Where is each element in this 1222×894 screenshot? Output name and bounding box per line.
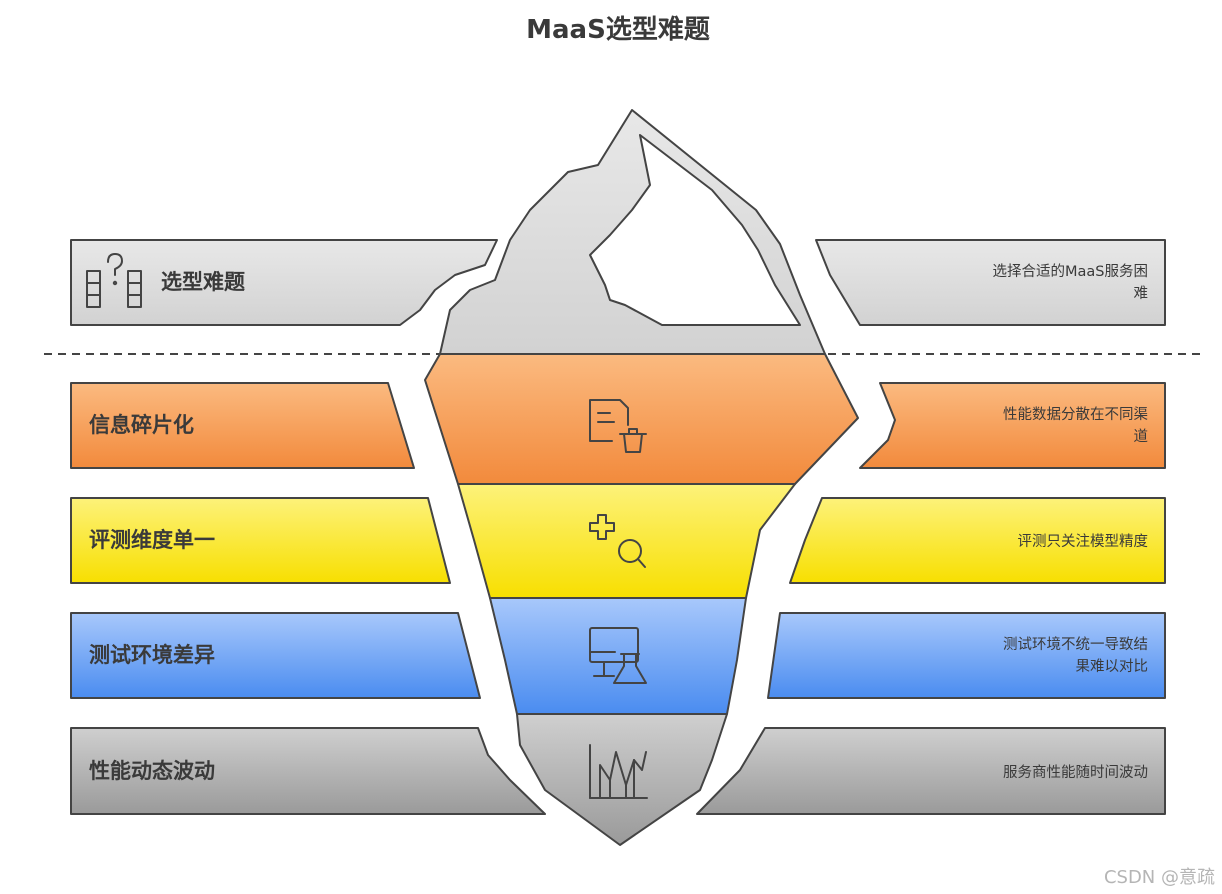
layer-desc-selection-line2: 难 bbox=[1134, 285, 1149, 302]
banner-right-single-dimension bbox=[789, 497, 1166, 584]
plus-search-icon bbox=[589, 514, 646, 568]
layer-desc-environment-line1: 测试环境不统一导致结 bbox=[1003, 635, 1148, 653]
layer-desc-single-dimension: 评测只关注模型精度 bbox=[1018, 533, 1149, 550]
banner-right-fluctuation bbox=[696, 727, 1166, 815]
question-blocks-icon bbox=[86, 253, 142, 308]
banner-left-single-dimension bbox=[70, 497, 451, 584]
iceberg-section-fluctuation bbox=[516, 713, 728, 846]
layer-desc-selection-line1: 选择合适的MaaS服务困 bbox=[993, 263, 1149, 280]
layer-desc-fluctuation: 服务商性能随时间波动 bbox=[1003, 764, 1148, 781]
monitor-flask-icon bbox=[589, 627, 647, 684]
iceberg-section-environment bbox=[489, 597, 747, 715]
layer-label-environment: 测试环境差异 bbox=[89, 643, 215, 667]
banner-right-fragmentation bbox=[859, 382, 1166, 469]
diagram-title: MaaS选型难题 bbox=[526, 15, 710, 45]
layer-label-selection: 选型难题 bbox=[161, 270, 246, 294]
layer-label-fragmentation: 信息碎片化 bbox=[89, 413, 194, 437]
watermark: CSDN @意疏 bbox=[1104, 867, 1215, 888]
banner-left-environment bbox=[70, 612, 481, 699]
layer-label-single-dimension: 评测维度单一 bbox=[89, 528, 215, 552]
document-trash-icon bbox=[589, 399, 647, 453]
iceberg-section-fragmentation bbox=[424, 353, 859, 485]
banner-right-selection bbox=[815, 239, 1166, 326]
banner-right-environment bbox=[767, 612, 1166, 699]
banner-left-selection bbox=[70, 239, 498, 326]
fluctuation-chart-icon bbox=[589, 744, 648, 799]
banner-left-fluctuation bbox=[70, 727, 546, 815]
iceberg-tip bbox=[439, 109, 826, 355]
layer-label-fluctuation: 性能动态波动 bbox=[89, 759, 215, 783]
banner-left-fragmentation bbox=[70, 382, 415, 469]
layer-desc-fragmentation-line1: 性能数据分散在不同渠 bbox=[1003, 406, 1148, 423]
layer-desc-fragmentation-line2: 道 bbox=[1134, 428, 1149, 445]
layer-desc-environment-line2: 果难以对比 bbox=[1076, 658, 1149, 675]
